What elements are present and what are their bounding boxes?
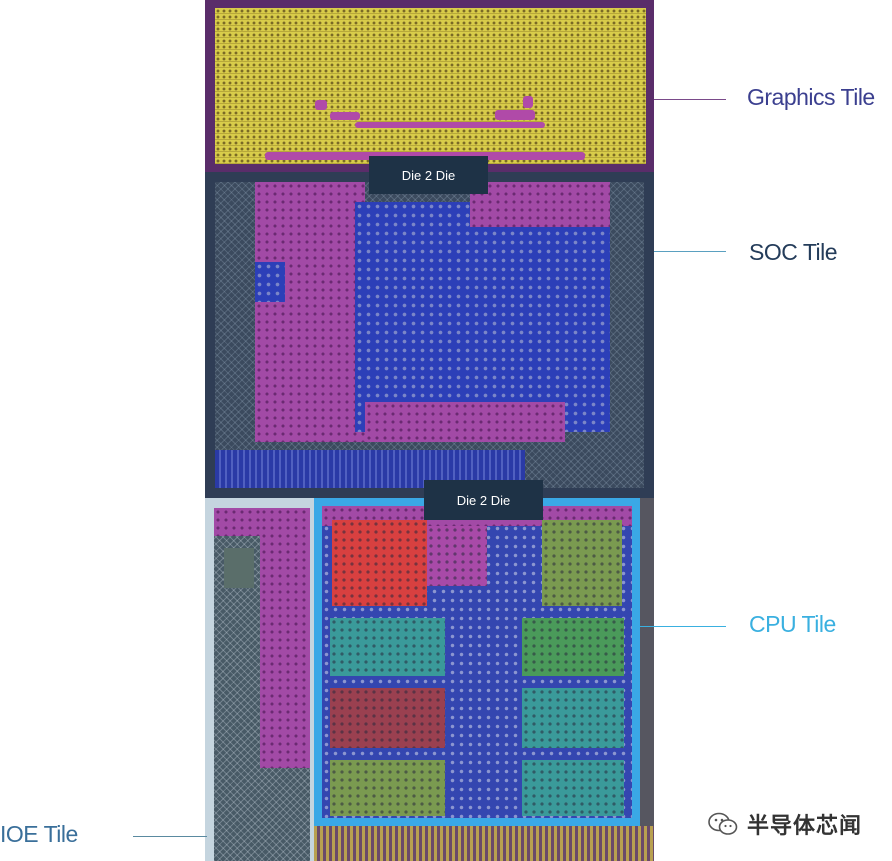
soc-tile-leader-line xyxy=(654,251,726,252)
cpu-core-block xyxy=(330,618,445,676)
graphics-tile-leader-line xyxy=(654,99,726,100)
ioe-tile-region xyxy=(260,508,310,768)
graphics-tile-label: Graphics Tile xyxy=(747,84,875,110)
soc-tile-region xyxy=(470,182,610,227)
graphics-tile-bump-array xyxy=(215,8,646,164)
cpu-tile-layout xyxy=(322,506,632,818)
cpu-tile-bottom-pads xyxy=(314,826,654,861)
soc-tile-label: SOC Tile xyxy=(749,239,838,265)
soc-tile-region xyxy=(355,202,610,432)
cpu-tile-edge xyxy=(640,498,654,826)
die2die-label-bottom: Die 2 Die xyxy=(424,480,543,520)
soc-tile-region xyxy=(365,402,565,442)
graphics-tile-feature xyxy=(355,122,545,128)
ioe-tile-region xyxy=(224,548,254,588)
cpu-core-block xyxy=(427,526,487,586)
ioe-tile-label: IOE Tile xyxy=(0,821,78,847)
cpu-core-block xyxy=(522,760,624,816)
ioe-tile-die xyxy=(205,498,317,861)
cpu-tile-die xyxy=(314,498,640,826)
die2die-label-top: Die 2 Die xyxy=(369,156,488,194)
cpu-tile-leader-line xyxy=(640,626,726,627)
wechat-icon xyxy=(708,812,738,835)
ioe-tile-leader-line xyxy=(133,836,207,837)
graphics-tile-feature xyxy=(315,100,327,110)
cpu-core-block xyxy=(522,618,624,676)
ioe-tile-region xyxy=(214,508,260,536)
watermark: 半导体芯闻 xyxy=(707,808,862,840)
cpu-tile-label: CPU Tile xyxy=(749,611,836,637)
cpu-core-block xyxy=(522,688,624,748)
ioe-tile-layout xyxy=(214,508,310,861)
soc-tile-die xyxy=(205,172,654,498)
graphics-tile-feature xyxy=(330,112,360,120)
soc-tile-layout xyxy=(215,182,644,488)
soc-tile-region xyxy=(255,262,285,302)
cpu-core-block xyxy=(542,520,622,606)
graphics-tile-feature xyxy=(523,96,533,108)
cpu-core-block xyxy=(330,688,445,748)
watermark-text: 半导体芯闻 xyxy=(746,813,862,838)
graphics-tile-die xyxy=(205,0,654,172)
graphics-tile-feature xyxy=(495,110,535,120)
cpu-core-block xyxy=(332,520,427,606)
soc-tile-region xyxy=(255,182,365,442)
cpu-core-block xyxy=(330,760,445,816)
